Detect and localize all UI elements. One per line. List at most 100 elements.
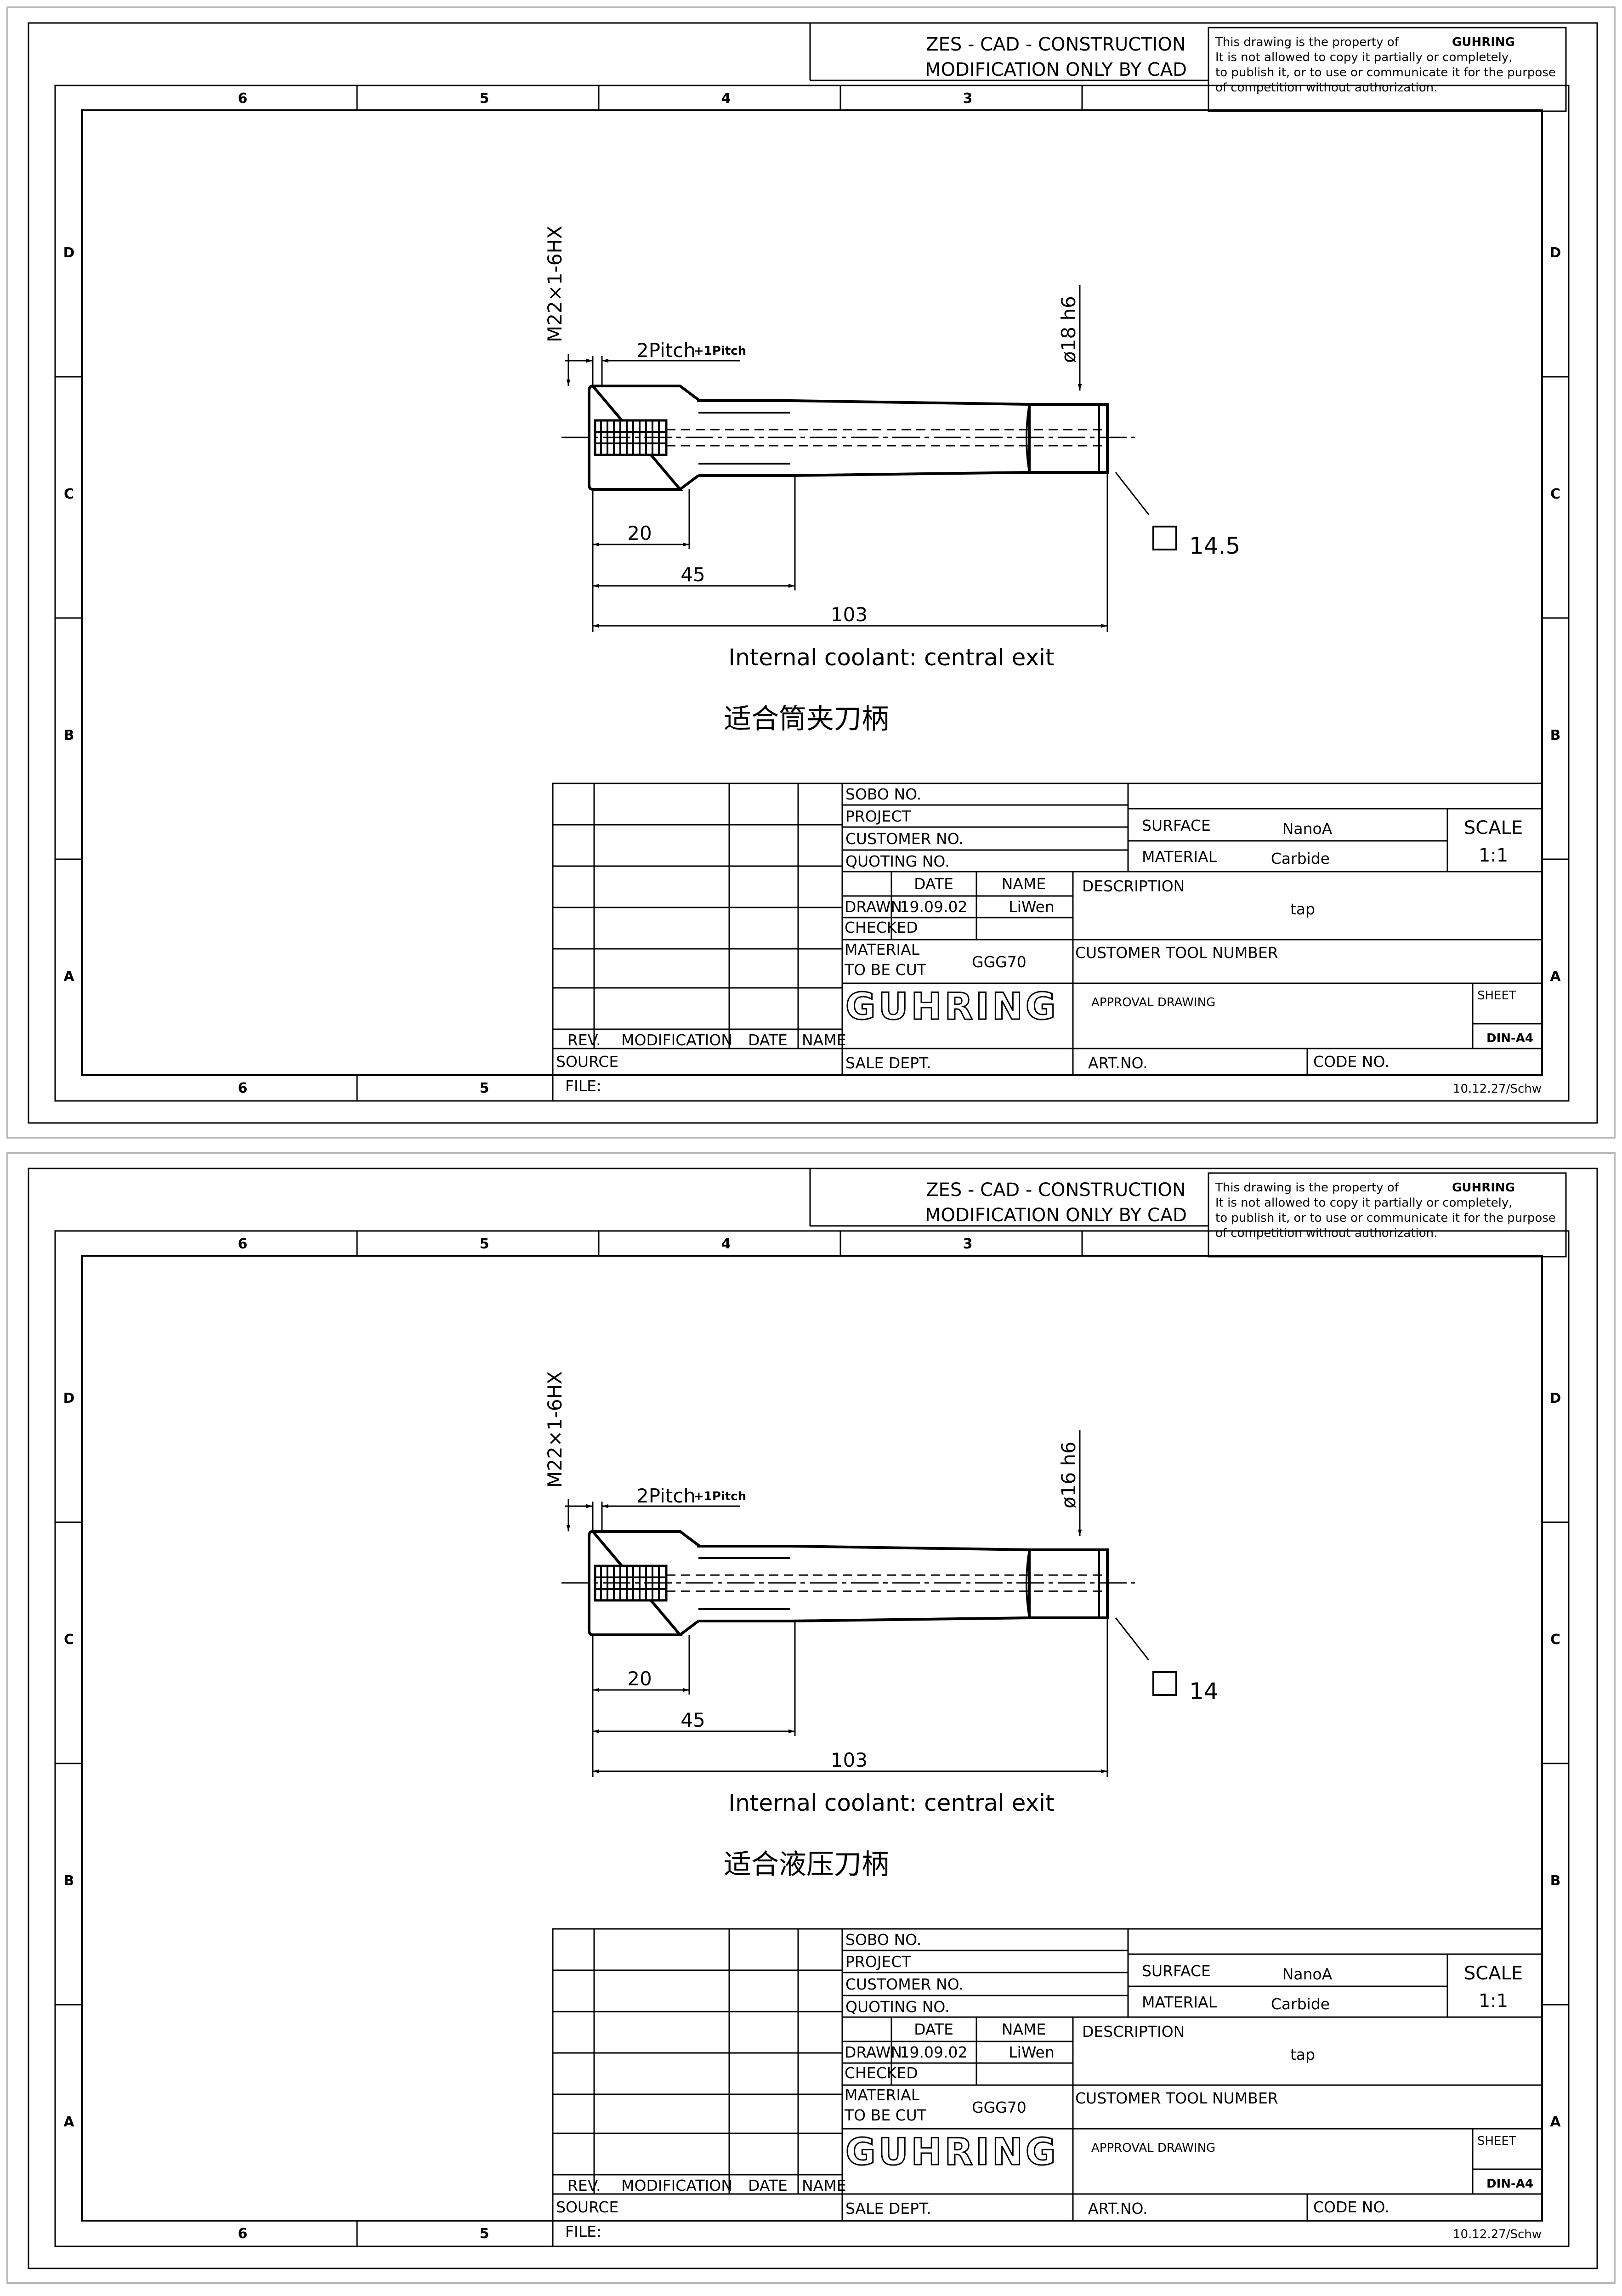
rev-label: REV. <box>567 1031 601 1049</box>
rev-label: REV. <box>567 2177 601 2194</box>
scale-label: SCALE <box>1464 817 1523 839</box>
material-cut-label-1: MATERIAL <box>845 2086 920 2104</box>
notice-line-1: This drawing is the property of <box>1215 35 1399 49</box>
source-label: SOURCE <box>556 2198 618 2216</box>
zone-row-D: D <box>63 1390 75 1406</box>
material-value: Carbide <box>1271 850 1330 867</box>
zone-col-5-bottom: 5 <box>480 2226 489 2242</box>
material-cut-label-2: TO BE CUT <box>844 961 927 979</box>
approval-drawing: APPROVAL DRAWING <box>1091 2141 1215 2155</box>
chinese-note: 适合液压刀柄 <box>724 1848 889 1881</box>
drawn-date: 19.09.02 <box>900 898 968 916</box>
material-label: MATERIAL <box>1142 848 1217 866</box>
notice-line-4: of competition without authorization. <box>1215 1226 1437 1240</box>
zone-row-C-right: C <box>1550 1632 1560 1648</box>
sheet-1-text: ZES - CAD - CONSTRUCTION MODIFICATION ON… <box>63 34 1561 1096</box>
scale-value: 1:1 <box>1479 1990 1508 2012</box>
drawn-label: DRAWN <box>845 2043 902 2061</box>
sobo-no: SOBO NO. <box>845 1931 921 1949</box>
zone-row-C: C <box>64 486 74 502</box>
sheet-2-text: ZES - CAD - CONSTRUCTION MODIFICATION ON… <box>63 1179 1561 2242</box>
date-header: DATE <box>914 875 953 893</box>
date-label: DATE <box>748 2177 788 2194</box>
zone-row-C: C <box>64 1632 74 1648</box>
sobo-no: SOBO NO. <box>845 785 921 803</box>
sheet-1-frame <box>7 7 1615 1138</box>
code-no-label: CODE NO. <box>1313 2198 1389 2216</box>
thread-designation: M22×1-6HX <box>544 1371 566 1488</box>
project: PROJECT <box>845 807 911 825</box>
material-cut-value: GGG70 <box>972 953 1027 971</box>
zone-row-A-right: A <box>1550 2114 1561 2130</box>
surface-value: NanoA <box>1282 820 1333 838</box>
chamfer-label: 2Pitch <box>636 1485 696 1507</box>
sheet-label: SHEET <box>1477 2134 1516 2148</box>
zone-col-5-bottom: 5 <box>480 1080 489 1096</box>
modification-label: MODIFICATION <box>621 1031 732 1049</box>
zone-col-6: 6 <box>238 1236 248 1252</box>
notice-owner: GUHRING <box>1452 35 1515 49</box>
thread-designation: M22×1-6HX <box>544 226 566 342</box>
zone-row-A: A <box>63 969 74 985</box>
sale-dept-label: SALE DEPT. <box>845 2200 931 2217</box>
zone-row-A-right: A <box>1550 969 1561 985</box>
zone-col-4: 4 <box>721 1236 731 1252</box>
source-label: SOURCE <box>556 1053 618 1071</box>
drawn-name: LiWen <box>1009 898 1054 916</box>
description-label: DESCRIPTION <box>1082 877 1185 895</box>
guhring-logo: GUHRING <box>845 2131 1059 2173</box>
sale-dept-label: SALE DEPT. <box>845 1054 931 1072</box>
notice-owner: GUHRING <box>1452 1181 1515 1195</box>
name-label: NAME <box>802 1031 846 1049</box>
zone-col-3: 3 <box>963 91 973 107</box>
drawn-date: 19.09.02 <box>900 2043 968 2061</box>
customer-tool-number: CUSTOMER TOOL NUMBER <box>1075 2089 1278 2107</box>
file-label: FILE: <box>565 1077 601 1095</box>
drawn-name: LiWen <box>1009 2043 1054 2061</box>
notice-line-2: It is not allowed to copy it partially o… <box>1215 51 1512 64</box>
notice-line-3: to publish it, or to use or communicate … <box>1215 66 1556 79</box>
quoting-no: QUOTING NO. <box>845 1998 950 2016</box>
sheet-2-frame <box>7 1153 1615 2283</box>
zone-row-D-right: D <box>1550 245 1561 261</box>
art-no-label: ART.NO. <box>1088 2200 1148 2217</box>
material-label: MATERIAL <box>1142 1993 1217 2011</box>
code-no-label: CODE NO. <box>1313 1053 1389 1071</box>
zone-col-5: 5 <box>480 1236 489 1252</box>
date-header: DATE <box>914 2020 953 2038</box>
zone-col-4: 4 <box>721 91 731 107</box>
customer-no: CUSTOMER NO. <box>845 1975 964 1993</box>
scale-value: 1:1 <box>1479 845 1508 866</box>
guhring-logo: GUHRING <box>845 985 1059 1028</box>
dim-45: 45 <box>681 1709 705 1731</box>
zone-col-6-bottom: 6 <box>238 1080 248 1096</box>
chinese-note: 适合筒夹刀柄 <box>724 703 889 735</box>
surface-value: NanoA <box>1282 1965 1333 1983</box>
modification-label: MODIFICATION <box>621 2177 732 2194</box>
surface-label: SURFACE <box>1142 816 1211 834</box>
dim-103: 103 <box>831 603 868 626</box>
coolant-note: Internal coolant: central exit <box>728 644 1054 671</box>
format-label: DIN-A4 <box>1486 2177 1533 2191</box>
name-header: NAME <box>1002 2020 1046 2038</box>
description-value: tap <box>1290 900 1315 918</box>
zone-col-6-bottom: 6 <box>238 2226 248 2242</box>
approval-drawing: APPROVAL DRAWING <box>1091 996 1215 1009</box>
checked-label: CHECKED <box>845 2064 918 2082</box>
chamfer-label: 2Pitch <box>636 339 696 362</box>
dim-20: 20 <box>627 1667 652 1690</box>
customer-tool-number: CUSTOMER TOOL NUMBER <box>1075 944 1278 962</box>
shank-diameter: ø16 h6 <box>1057 1441 1080 1508</box>
dim-20: 20 <box>627 522 652 544</box>
dim-103: 103 <box>831 1749 868 1771</box>
surface-label: SURFACE <box>1142 1962 1211 1980</box>
revision-date: 10.12.27/Schw <box>1453 1082 1542 1096</box>
notice-line-4: of competition without authorization. <box>1215 81 1437 95</box>
square-size: 14.5 <box>1189 533 1240 559</box>
material-cut-label-2: TO BE CUT <box>844 2106 927 2124</box>
notice-line-2: It is not allowed to copy it partially o… <box>1215 1196 1512 1210</box>
file-label: FILE: <box>565 2222 601 2240</box>
zone-col-6: 6 <box>238 91 248 107</box>
description-label: DESCRIPTION <box>1082 2023 1185 2041</box>
